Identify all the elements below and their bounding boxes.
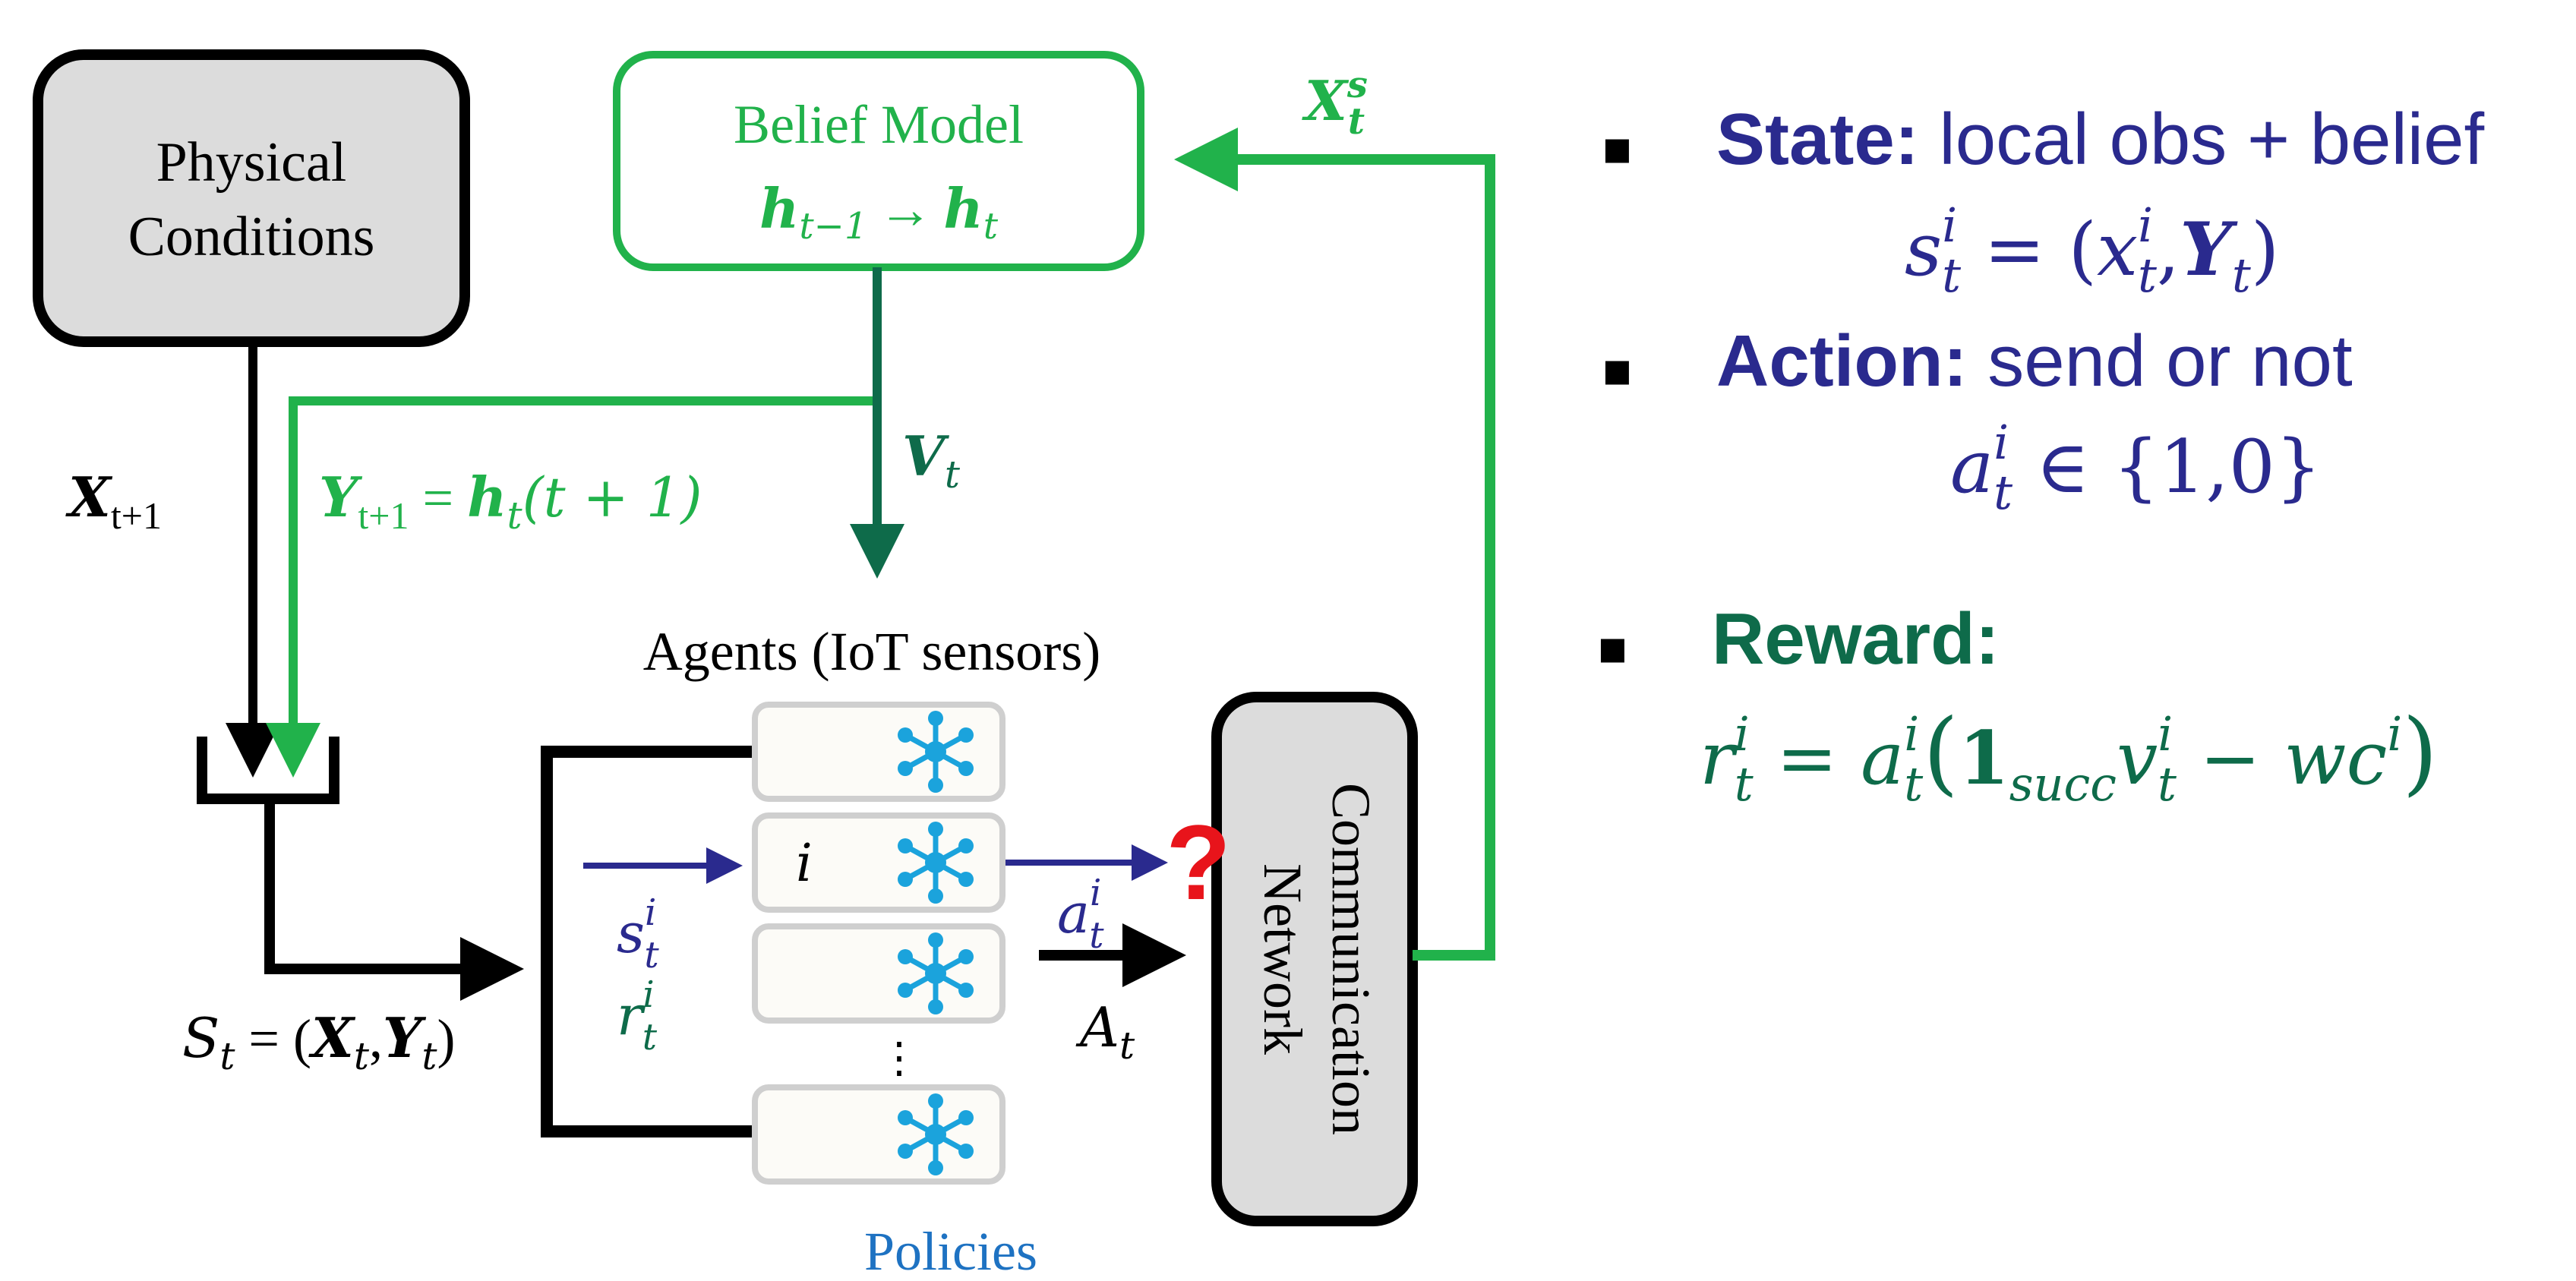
vertical-ellipsis: ⋮: [878, 1035, 920, 1082]
agent-i-label: i: [796, 834, 813, 894]
belief-update-formula: ht−1→ht: [759, 176, 999, 248]
comm-label-line1: Communication: [1321, 783, 1381, 1135]
agents-label: Agents (IoT sensors): [643, 621, 1101, 682]
question-mark-icon: ?: [1166, 803, 1231, 922]
physical-label-line1: Physical: [156, 131, 347, 194]
y-next-label: Yt+1 = ht(t + 1): [319, 465, 702, 538]
state-text: State: local obs + belief: [1716, 99, 2485, 180]
policy-box: [752, 923, 1005, 1024]
policy-box: [752, 702, 1005, 802]
policy-box: [752, 1084, 1005, 1185]
physical-label-line2: Conditions: [128, 206, 375, 268]
comm-label-line2: Network: [1252, 863, 1313, 1055]
physical-conditions-box: Physical Conditions: [33, 49, 470, 347]
x-next-label: Xt+1: [65, 465, 162, 537]
joint-action-label: At: [1075, 995, 1135, 1068]
belief-model-title: Belief Model: [734, 94, 1024, 155]
belief-model-box: Belief Model ht−1→ht: [613, 51, 1144, 271]
reward-text: Reward:: [1712, 598, 2000, 680]
bullet-icon: ■: [1602, 343, 1632, 398]
y-next-arrow: [266, 396, 877, 778]
feedback-arrow: [1174, 128, 1495, 961]
v-t-label: Vt: [902, 424, 961, 497]
policies-bracket: [541, 746, 755, 1137]
bullet-icon: ■: [1598, 621, 1627, 676]
joint-state-label: St = (Xt,Yt): [182, 1005, 455, 1078]
action-text: Action: send or not: [1716, 320, 2353, 402]
bullet-icon: ■: [1602, 121, 1632, 176]
policies-label: Policies: [864, 1221, 1037, 1281]
state-aggregator-bin: [197, 737, 339, 804]
communication-network-box: Communication Network: [1211, 692, 1418, 1226]
policy-box-agent-i: i: [752, 812, 1005, 913]
state-arrow: [264, 799, 524, 1001]
